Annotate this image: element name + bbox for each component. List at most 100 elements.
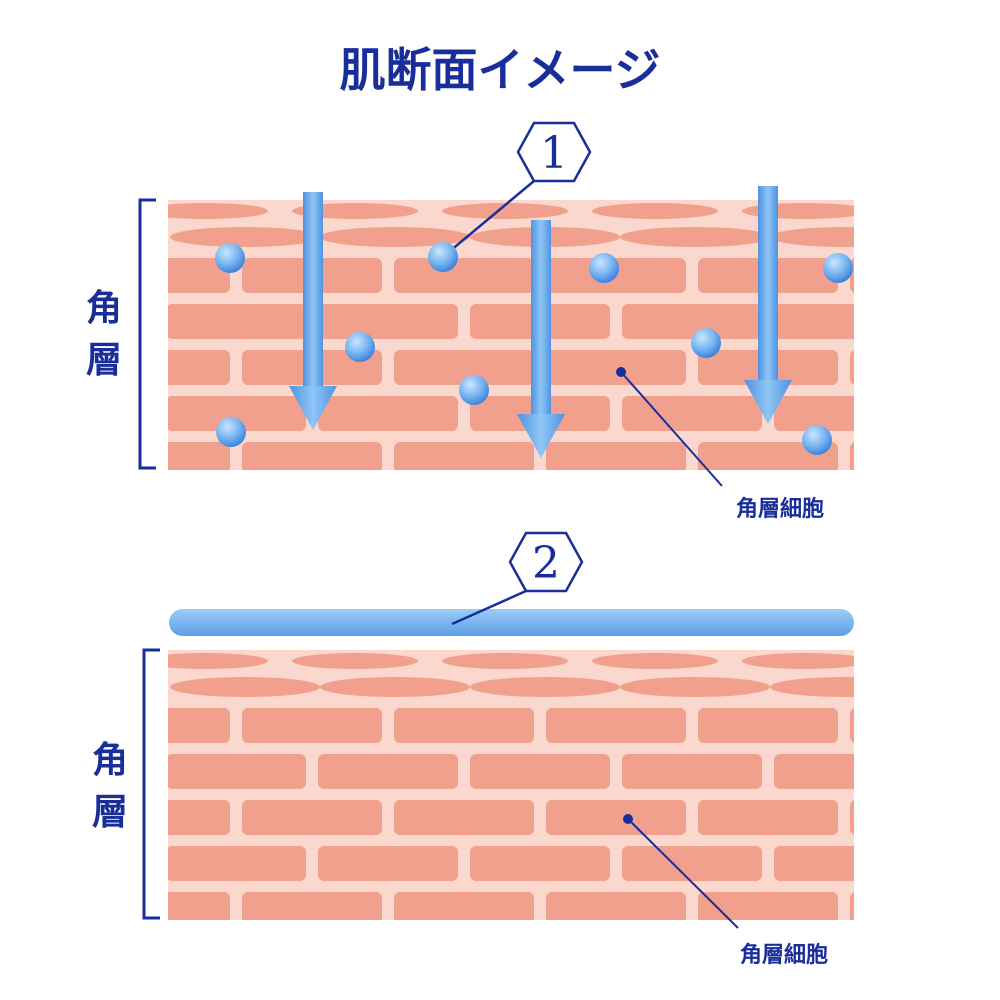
skin-cell-brick xyxy=(318,396,458,431)
skin-cell-brick xyxy=(14,304,154,339)
skin-cell-brick xyxy=(14,396,154,431)
flattened-cell xyxy=(292,203,418,219)
flattened-cell xyxy=(170,677,320,697)
cell-label: 角層細胞 xyxy=(740,942,828,968)
skin-cell-brick xyxy=(168,304,306,339)
skin-cell-brick xyxy=(546,800,686,835)
badge-number: 2 xyxy=(532,538,560,589)
badge-leader-line xyxy=(451,589,527,626)
moisture-droplet-icon xyxy=(215,243,245,273)
arrow-shaft xyxy=(531,220,551,416)
moisture-droplet-icon xyxy=(216,417,246,447)
skin-cell-brick xyxy=(546,350,686,385)
moisture-droplet-icon xyxy=(459,375,489,405)
skin-cell-brick xyxy=(546,442,686,470)
skin-cell-brick xyxy=(14,754,154,789)
flattened-cell xyxy=(442,203,568,219)
moisture-droplet-icon xyxy=(428,242,458,272)
skin-cell-brick xyxy=(168,442,230,470)
skin-cell-brick xyxy=(926,846,1000,881)
flattened-cell xyxy=(920,227,1000,247)
skin-cell-brick xyxy=(698,800,838,835)
flattened-cell xyxy=(770,227,854,247)
arrow-head xyxy=(744,380,792,424)
skin-cell-brick xyxy=(546,708,686,743)
flattened-cell xyxy=(892,653,1000,669)
cell-leader-line xyxy=(620,371,723,487)
skin-cell-brick xyxy=(242,708,382,743)
badge-2: 2 xyxy=(508,531,584,593)
skin-cell-brick xyxy=(850,892,854,920)
flattened-cell xyxy=(770,677,854,697)
skin-cell-brick xyxy=(470,846,610,881)
moisture-droplets xyxy=(215,242,853,455)
skin-cell-brick xyxy=(622,754,762,789)
skin-cell-brick xyxy=(850,350,854,385)
panel-2: 角 層 2 角層細胞 xyxy=(14,531,1000,968)
skin-cell-brick xyxy=(850,258,854,293)
skin-cell-brick xyxy=(394,892,534,920)
skin-cell-brick xyxy=(926,304,1000,339)
moisture-droplet-icon xyxy=(823,253,853,283)
skin-cell-brick xyxy=(622,846,762,881)
skin-layer xyxy=(14,200,1000,470)
flattened-cell xyxy=(168,653,268,669)
skin-cell-brick xyxy=(318,754,458,789)
flattened-cell xyxy=(170,227,320,247)
skin-cell-brick xyxy=(926,396,1000,431)
skin-cell-brick xyxy=(394,708,534,743)
layer-label: 角 xyxy=(86,288,122,329)
flattened-cell xyxy=(592,203,718,219)
skin-cell-brick xyxy=(394,800,534,835)
skin-cell-brick xyxy=(168,800,230,835)
layer-label-2: 層 xyxy=(86,340,122,381)
skin-cell-brick xyxy=(318,304,458,339)
flattened-cell xyxy=(442,653,568,669)
skin-cell-brick xyxy=(774,846,854,881)
skin-cell-brick xyxy=(470,754,610,789)
arrow-shaft xyxy=(758,186,778,382)
skin-cell-brick xyxy=(242,892,382,920)
flattened-cell xyxy=(292,653,418,669)
skin-cell-brick xyxy=(14,846,154,881)
skin-cell-brick xyxy=(698,708,838,743)
panel-1: 角 層 1 角層細胞 xyxy=(14,121,1000,522)
skin-cell-brick xyxy=(168,846,306,881)
flattened-cell xyxy=(742,653,854,669)
skin-cell-brick xyxy=(242,442,382,470)
skin-cell-brick xyxy=(394,350,534,385)
cell-leader-line xyxy=(627,818,739,929)
skin-cell-brick xyxy=(168,754,306,789)
skin-cell-brick xyxy=(622,304,762,339)
arrow-shaft xyxy=(303,192,323,388)
flattened-cell xyxy=(320,227,470,247)
arrow-head xyxy=(517,414,565,458)
skin-cell-brick xyxy=(850,442,854,470)
badge-1: 1 xyxy=(516,121,592,183)
skin-cell-brick xyxy=(168,350,230,385)
skin-cell-brick xyxy=(774,304,854,339)
skin-cell-brick xyxy=(168,892,230,920)
skin-cell-brick xyxy=(168,396,306,431)
flattened-cell xyxy=(892,203,1000,219)
skin-cell-brick xyxy=(774,396,854,431)
skin-cell-brick xyxy=(774,754,854,789)
flattened-cell xyxy=(470,677,620,697)
down-arrow-icon xyxy=(289,192,337,430)
skin-cell-brick xyxy=(698,892,838,920)
skin-cell-brick xyxy=(546,892,686,920)
down-arrow-icon xyxy=(744,186,792,424)
down-arrow-icon xyxy=(517,220,565,458)
skin-cell-brick xyxy=(622,396,762,431)
flattened-cell xyxy=(168,203,268,219)
skin-layer xyxy=(14,650,1000,920)
moisture-droplet-icon xyxy=(691,328,721,358)
moisture-droplet-icon xyxy=(802,425,832,455)
penetration-arrows xyxy=(289,186,792,458)
skin-cell-brick xyxy=(850,800,854,835)
skin-cell-brick xyxy=(394,442,534,470)
layer-label: 角 xyxy=(92,740,128,781)
moisture-droplet-icon xyxy=(345,332,375,362)
skin-cell-brick xyxy=(926,754,1000,789)
